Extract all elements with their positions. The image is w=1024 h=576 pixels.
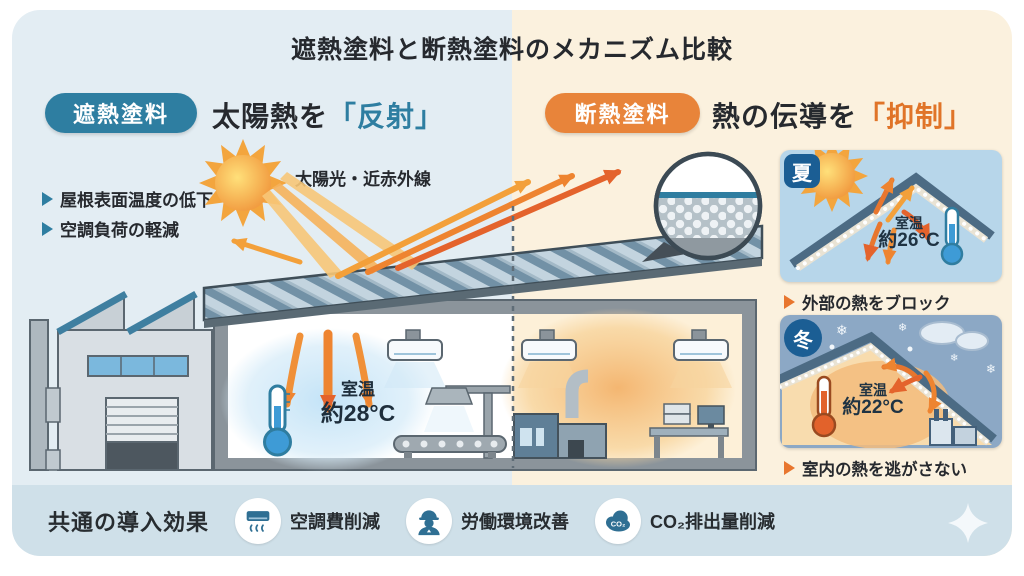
thermometer-icon	[940, 206, 964, 266]
footer-item-label: CO₂排出量削減	[650, 511, 776, 532]
triangle-bullet-icon	[784, 295, 795, 309]
clouds-icon	[919, 321, 989, 351]
winter-badge: 冬	[784, 319, 822, 357]
page-title: 遮熱塗料と断熱塗料のメカニズム比較	[290, 36, 733, 64]
svg-text:❄: ❄	[898, 322, 907, 334]
ac-icon	[235, 497, 282, 544]
sunlight-label: 太陽光・近赤外線	[295, 170, 431, 189]
temp-label: 室温	[859, 382, 887, 398]
worker-icon	[406, 497, 453, 544]
footer-band: 共通の導入効果 空調費削減 労働環境改	[12, 485, 1012, 556]
heading-prefix: 熱の伝導を	[712, 101, 858, 132]
co2-icon: CO₂	[595, 497, 642, 544]
heading-highlight: 「抑制」	[857, 101, 974, 132]
sun-rays	[262, 172, 420, 278]
summer-badge: 夏	[784, 154, 820, 188]
footer-item-worker: 労働環境改善	[406, 497, 570, 544]
winter-illustration: ❄ ❄ ❄ ❄	[780, 321, 997, 448]
co2-icon-text: CO₂	[611, 519, 626, 528]
ac-unit	[670, 329, 732, 388]
footer-item-label: 労働環境改善	[461, 511, 570, 532]
bullet-roof-temp: 屋根表面温度の低下	[42, 186, 213, 211]
winter-caption: 室内の熱を逃がさない	[784, 456, 967, 480]
coating-magnifier	[642, 151, 763, 262]
lamp-gantry	[424, 385, 511, 459]
summer-panel: 夏	[780, 150, 1002, 282]
svg-text:❄: ❄	[950, 353, 958, 364]
insulation-beads	[780, 344, 990, 445]
footer-title: 共通の導入効果	[48, 509, 210, 535]
bullet-ac-load: 空調負荷の軽減	[42, 216, 179, 241]
svg-text:❄: ❄	[986, 362, 996, 376]
footer-item-co2: CO₂ CO₂排出量削減	[595, 497, 776, 544]
ac-unit	[384, 329, 446, 388]
reflected-arrows	[231, 169, 622, 279]
summer-caption: 外部の熱をブロック	[784, 290, 951, 314]
work-table	[649, 403, 729, 458]
sparkle-icon	[948, 503, 988, 543]
heat-shield-badge: 遮熱塗料	[45, 93, 197, 133]
interior-heat-arrows	[281, 329, 375, 413]
heat-shield-heading: 太陽熱を「反射」	[212, 95, 444, 135]
roof-outline	[780, 331, 997, 443]
temp-value: 約26°C	[878, 230, 940, 252]
infographic-card: 遮熱塗料と断熱塗料のメカニズム比較 遮熱塗料 太陽熱を「反射」 断熱塗料 熱の伝…	[12, 10, 1012, 556]
sun-icon	[199, 139, 287, 227]
heading-prefix: 太陽熱を	[212, 101, 329, 132]
temp-label: 室温	[341, 380, 375, 399]
caption-label: 外部の熱をブロック	[802, 295, 951, 313]
winter-panel: 冬 ❄ ❄ ❄ ❄	[780, 315, 1002, 448]
caption-label: 室内の熱を逃がさない	[802, 461, 967, 479]
room-temp-left: 室温 約28°C	[298, 380, 418, 426]
insulation-beads	[796, 185, 988, 270]
bullet-label: 空調負荷の軽減	[60, 221, 179, 240]
insulation-badge: 断熱塗料	[545, 93, 700, 133]
heat-arrows	[881, 357, 942, 414]
corrugated-roof	[202, 224, 764, 328]
temp-value: 約28°C	[320, 399, 396, 426]
triangle-bullet-icon	[784, 461, 795, 475]
thermometer-icon	[263, 384, 292, 457]
triangle-bullet-icon	[42, 221, 53, 236]
factory-mini-icon	[929, 409, 977, 446]
thermometer-icon	[811, 375, 837, 438]
insulation-heading: 熱の伝導を「抑制」	[712, 95, 973, 135]
footer-item-ac: 空調費削減	[235, 497, 381, 544]
triangle-bullet-icon	[42, 191, 53, 206]
svg-text:❄: ❄	[836, 322, 848, 338]
roof-outline	[789, 172, 995, 268]
ac-unit	[518, 329, 580, 388]
temp-value: 約22°C	[842, 397, 904, 419]
heading-highlight: 「反射」	[328, 101, 445, 132]
room-temp-winter: 室温 約22°C	[838, 382, 908, 419]
footer-item-label: 空調費削減	[290, 511, 381, 532]
bullet-label: 屋根表面温度の低下	[60, 191, 213, 210]
machine	[513, 369, 607, 459]
annex-building	[29, 290, 213, 471]
room-temp-summer: 室温 約26°C	[876, 215, 942, 252]
factory-illustration	[29, 139, 764, 472]
conveyor-belt	[393, 435, 507, 458]
heat-arrows	[863, 177, 931, 265]
